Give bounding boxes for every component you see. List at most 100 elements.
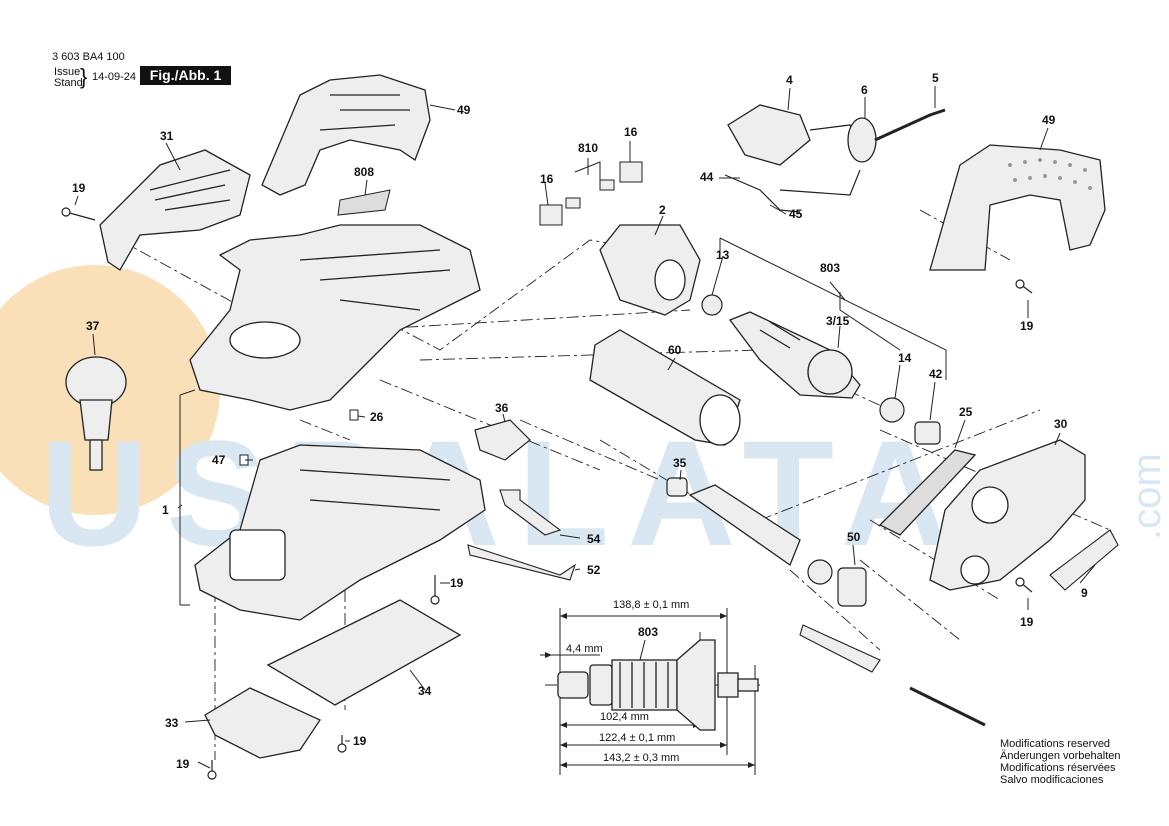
planer-drum xyxy=(688,484,801,567)
figure-label: Fig./Abb. 1 xyxy=(140,66,231,85)
part-2-stator xyxy=(599,224,701,316)
callout-803-top: 803 xyxy=(820,261,840,275)
part-13-washer xyxy=(701,294,723,316)
dim-4-4: 4,4 mm xyxy=(566,643,603,655)
dimension-drawing: 138,8 ± 0,1 mm 4,4 mm 102,4 mm 122,4 ± 0… xyxy=(540,599,760,775)
callout-37: 37 xyxy=(86,319,100,333)
callout-13: 13 xyxy=(716,248,730,262)
callout-44: 44 xyxy=(700,170,714,184)
issue-label: Issue xyxy=(54,66,81,78)
note-it: Salvo modificaciones xyxy=(1000,774,1104,786)
part-50-pulley xyxy=(837,567,867,607)
leader-803-dim xyxy=(639,639,646,661)
part-49-housing-top xyxy=(261,74,431,196)
part-803-armature xyxy=(728,311,861,399)
part-54 xyxy=(499,489,562,536)
callout-49-right: 49 xyxy=(1042,113,1056,127)
callout-19-right-top: 19 xyxy=(1020,319,1034,333)
part-4-switch xyxy=(727,104,861,166)
dim-143-2: 143,2 ± 0,3 mm xyxy=(603,752,679,764)
note-fr: Modifications réservées xyxy=(1000,762,1116,774)
pin xyxy=(909,686,986,727)
part-49-handle xyxy=(929,144,1106,271)
callout-54: 54 xyxy=(587,532,601,546)
stand-label: Stand xyxy=(54,77,83,89)
part-810-a xyxy=(565,197,581,209)
callout-808: 808 xyxy=(354,165,374,179)
callout-16-left: 16 xyxy=(540,172,554,186)
part-9 xyxy=(1049,529,1119,591)
callout-19-center: 19 xyxy=(450,576,464,590)
callout-803-dim: 803 xyxy=(638,625,658,639)
dim-102-4: 102,4 mm xyxy=(600,711,649,723)
part-44-wire xyxy=(724,174,801,213)
callout-14: 14 xyxy=(898,351,912,365)
callout-labels: 31 19 37 1 49 808 16 810 16 2 13 4 6 5 4… xyxy=(72,71,1088,771)
callout-30: 30 xyxy=(1054,417,1068,431)
callout-60: 60 xyxy=(668,343,682,357)
callout-42: 42 xyxy=(929,367,943,381)
dim-122-4: 122,4 ± 0,1 mm xyxy=(599,732,675,744)
part-35 xyxy=(666,477,688,497)
callout-34: 34 xyxy=(418,684,432,698)
callout-36: 36 xyxy=(495,401,509,415)
bracket-1 xyxy=(179,389,196,606)
callout-810: 810 xyxy=(578,141,598,155)
part-main-housing xyxy=(189,224,481,411)
part-25-belt xyxy=(878,449,977,536)
callout-3-15: 3/15 xyxy=(826,314,850,328)
part-810-b xyxy=(599,179,615,191)
callout-33: 33 xyxy=(165,716,179,730)
callout-26: 26 xyxy=(370,410,384,424)
callout-19-topleft: 19 xyxy=(72,181,86,195)
callout-1: 1 xyxy=(162,503,169,517)
callout-31: 31 xyxy=(160,129,174,143)
part-808-plate xyxy=(337,189,391,216)
callout-2: 2 xyxy=(659,203,666,217)
part-36-clip xyxy=(474,419,531,461)
note-de: Änderungen vorbehalten xyxy=(1000,750,1121,762)
part-14 xyxy=(879,397,905,423)
part-26 xyxy=(349,409,359,421)
part-30-cover xyxy=(929,439,1086,591)
callout-9: 9 xyxy=(1081,586,1088,600)
callout-45: 45 xyxy=(789,207,803,221)
blade xyxy=(799,624,881,673)
callout-5: 5 xyxy=(932,71,939,85)
armature-side-view xyxy=(557,639,759,731)
watermark-suffix: .com xyxy=(1125,453,1169,540)
leader-lines xyxy=(74,86,1096,769)
part-34-plate xyxy=(266,599,462,706)
part-16-left xyxy=(539,204,563,226)
part-52 xyxy=(467,544,577,581)
part-45-wire xyxy=(779,169,861,196)
callout-49-top: 49 xyxy=(457,103,471,117)
callout-19-right-bottom: 19 xyxy=(1020,615,1034,629)
part-42 xyxy=(914,421,941,445)
brace-glyph: } xyxy=(80,64,88,89)
callout-47: 47 xyxy=(212,453,226,467)
note-en: Modifications reserved xyxy=(1000,738,1111,750)
doc-number: 3 603 BA4 100 xyxy=(52,51,125,63)
callout-50: 50 xyxy=(847,530,861,544)
part-16-right xyxy=(619,161,643,183)
part-60-tube xyxy=(589,329,741,446)
callout-19-bottom-left: 19 xyxy=(176,757,190,771)
callout-35: 35 xyxy=(673,456,687,470)
callout-16-right: 16 xyxy=(624,125,638,139)
part-31-cover xyxy=(99,149,251,271)
part-33-bracket xyxy=(204,687,321,759)
callout-6: 6 xyxy=(861,83,868,97)
bearing xyxy=(807,559,833,585)
callout-52: 52 xyxy=(587,563,601,577)
callout-19-bottom: 19 xyxy=(353,734,367,748)
part-6-cable xyxy=(847,108,946,163)
callout-25: 25 xyxy=(959,405,973,419)
part-37-knob xyxy=(65,356,127,471)
callout-4: 4 xyxy=(786,73,793,87)
issue-date: 14-09-24 xyxy=(92,71,137,83)
screws-19 xyxy=(61,207,1033,780)
part-1-base xyxy=(194,444,486,621)
